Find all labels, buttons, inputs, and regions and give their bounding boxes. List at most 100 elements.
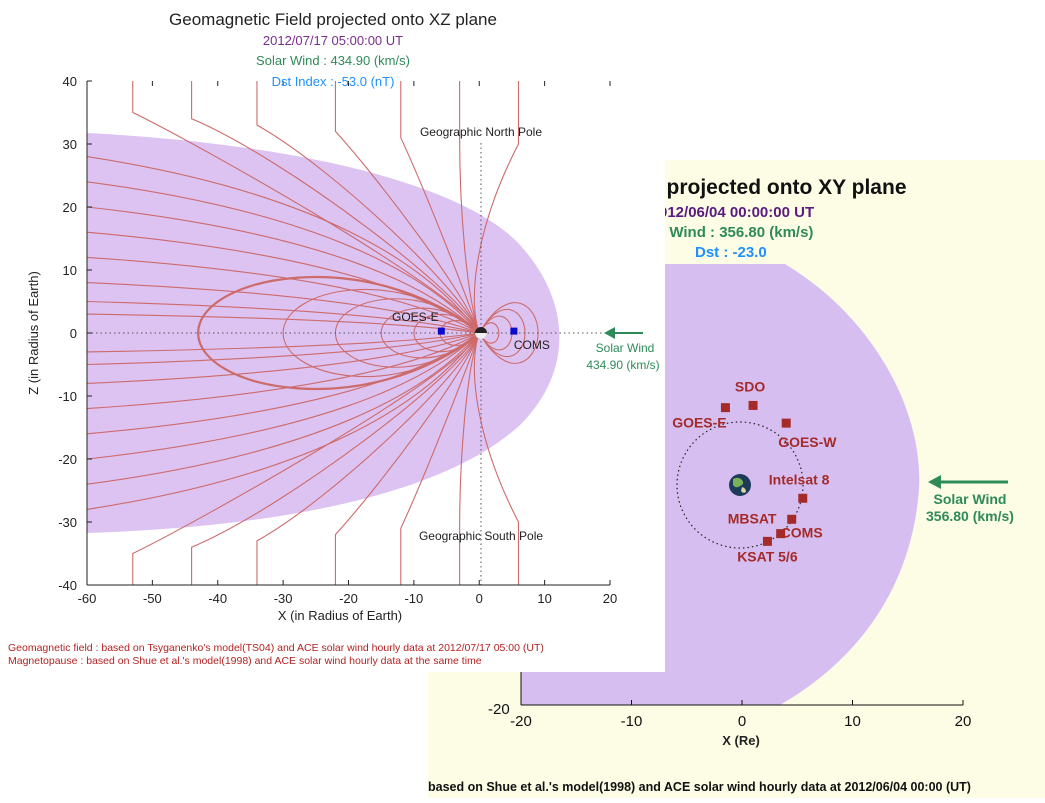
xz-x-tick-label: -60 (78, 591, 97, 606)
xy-satellite-label: GOES-E (672, 415, 726, 431)
xy-geo-orbit (676, 421, 804, 549)
xy-x-tick-label: -10 (621, 713, 643, 730)
xz-field-line (86, 313, 480, 334)
xy-satellite-marker (798, 493, 808, 503)
xz-x-tick-label: -50 (143, 591, 162, 606)
xz-y-tick-label: -30 (58, 515, 77, 530)
xy-time-subtitle: 012/06/04 00:00:00 UT (659, 204, 814, 221)
xz-field-line (132, 332, 480, 585)
xz-y-tick-label: 10 (63, 263, 77, 278)
xy-satellite-label: Intelsat 8 (769, 471, 830, 487)
xz-closed-field-line (380, 307, 480, 359)
xz-y-tick-label: 40 (63, 74, 77, 89)
xy-x-tick-label: 20 (955, 713, 972, 730)
xy-wind-subtitle: ar Wind : 356.80 (km/s) (651, 224, 813, 241)
xz-satellite-layer: GOES-E COMS (392, 310, 550, 352)
xy-x-tick-label: 10 (844, 713, 861, 730)
xz-x-tick-label: 0 (476, 591, 483, 606)
xy-satellite-marker (762, 536, 772, 546)
xz-field-line (86, 206, 480, 334)
xz-closed-field-line (413, 313, 480, 353)
xz-x-tick-label: -40 (208, 591, 227, 606)
xz-field-line (86, 332, 480, 460)
xz-footnote-2: Magnetopause : based on Shue et al.'s mo… (8, 655, 482, 667)
xy-x-tick-label: 0 (738, 713, 746, 730)
xz-x-axis-label: X (in Radius of Earth) (278, 608, 402, 623)
xz-field-line (191, 332, 480, 585)
xy-satellite-marker (720, 403, 730, 413)
xz-x-tick-label: -20 (339, 591, 358, 606)
xz-closed-field-line (282, 289, 480, 377)
xz-field-line (334, 332, 480, 585)
xz-chart-title: Geomagnetic Field projected onto XZ plan… (169, 10, 497, 29)
xz-field-lines-layer (86, 81, 539, 585)
xz-field-line (86, 181, 480, 334)
xz-field-line (86, 332, 480, 366)
xy-satellite-marker (781, 418, 791, 428)
xz-field-line (191, 81, 480, 334)
xy-x-axis-label: X (Re) (722, 733, 760, 748)
xz-y-tick-label: -20 (58, 452, 77, 467)
xy-y-tick-label: -20 (488, 701, 510, 718)
xz-solar-wind-value: 434.90 (km/s) (586, 358, 659, 372)
xz-footnote-1: Geomagnetic field : based on Tsyganenko'… (8, 642, 544, 654)
xz-field-line (400, 332, 480, 585)
xz-x-tick-label: -10 (404, 591, 423, 606)
xy-satellite-label: SDO (735, 378, 765, 394)
xz-field-line (86, 332, 480, 353)
xz-north-pole-label: Geographic North Pole (420, 125, 542, 139)
xy-solar-wind-value: 356.80 (km/s) (926, 508, 1014, 524)
xy-satellite-marker (787, 514, 797, 524)
xy-footnote: based on Shue et al.'s model(1998) and A… (428, 780, 971, 794)
xz-plane-svg: GOES-E COMS -60 -50 -40 -30 -20 -10 0 10 20 40 30 20… (8, 10, 660, 667)
xz-satellite-label: GOES-E (392, 310, 439, 324)
xz-field-line (86, 300, 480, 334)
xz-south-pole-label: Geographic South Pole (419, 529, 543, 543)
xz-y-tick-label: -10 (58, 389, 77, 404)
xy-satellite-label: MBSAT (728, 510, 777, 526)
xy-dst-subtitle: Dst : -23.0 (695, 244, 767, 261)
xz-satellite-label: COMS (514, 338, 550, 352)
xy-chart-title: e projected onto XY plane (649, 176, 907, 199)
xz-field-line (86, 332, 480, 510)
xz-field-line (86, 282, 480, 334)
xz-wind-subtitle: Solar Wind : 434.90 (km/s) (256, 53, 410, 68)
xy-ticks-layer: -20 -10 0 10 20 (510, 700, 971, 730)
xz-y-tick-label: 30 (63, 137, 77, 152)
xz-y-tick-label: 20 (63, 200, 77, 215)
xz-closed-field-line (478, 308, 526, 358)
xz-closed-field-line (197, 275, 480, 391)
xy-earth-icon (729, 474, 751, 496)
xy-satellite-marker (776, 529, 786, 539)
xz-field-line (459, 332, 480, 585)
xz-field-line (86, 332, 480, 485)
xz-field-line (459, 81, 480, 334)
xz-field-line (473, 81, 520, 334)
xz-field-line (132, 81, 480, 334)
xz-field-line (256, 81, 480, 334)
xz-dst-subtitle: Dst Index : -53.0 (nT) (272, 74, 395, 89)
xz-field-line (86, 332, 480, 384)
xz-x-tick-label: 20 (603, 591, 617, 606)
xz-satellite-marker (437, 327, 445, 335)
xy-satellite-label: COMS (781, 525, 823, 541)
xz-field-line (256, 332, 480, 585)
xy-x-tick-label: -20 (510, 713, 532, 730)
xy-solar-wind-label: Solar Wind (934, 491, 1007, 507)
xz-solar-wind-label: Solar Wind (596, 341, 655, 355)
xz-field-line (334, 81, 480, 334)
xz-x-tick-label: 10 (537, 591, 551, 606)
xy-satellite-label: GOES-W (778, 434, 837, 450)
xz-earth-icon (475, 327, 487, 339)
xz-field-line (400, 81, 480, 334)
xz-y-tick-label: 0 (70, 326, 77, 341)
xz-time-subtitle: 2012/07/17 05:00:00 UT (263, 33, 403, 48)
xz-solar-wind-arrow (604, 327, 643, 339)
xz-y-axis-label: Z (in Radius of Earth) (26, 271, 41, 395)
xy-satellite-marker (748, 400, 758, 410)
xz-field-line (473, 332, 520, 585)
xz-closed-field-line (478, 322, 500, 344)
xz-y-tick-label: -40 (58, 578, 77, 593)
